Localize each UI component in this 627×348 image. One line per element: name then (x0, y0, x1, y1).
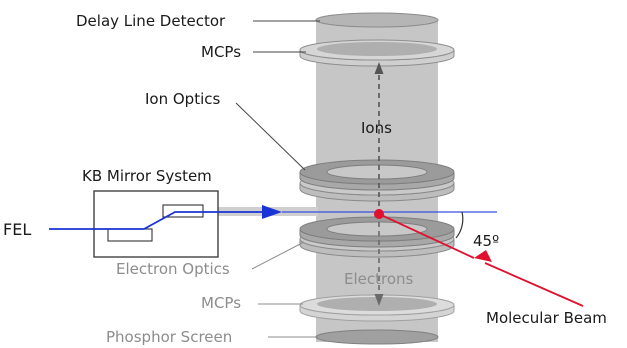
label-fel: FEL (3, 220, 31, 239)
mcps-bottom-disk (299, 294, 455, 322)
label-ions: Ions (361, 119, 392, 137)
delay-line-detector (315, 12, 439, 28)
label-ion-optics: Ion Optics (145, 90, 221, 108)
label-electron-optics: Electron Optics (116, 260, 230, 278)
fel-arrowhead-icon (262, 205, 282, 219)
phosphor-screen (315, 329, 439, 345)
label-delay-line-detector: Delay Line Detector (76, 12, 226, 30)
fel-beam (49, 205, 497, 230)
electron-arrowhead-icon (374, 294, 384, 306)
interaction-point (374, 209, 384, 219)
kb-mirror-lower (107, 228, 153, 242)
ion-arrowhead-icon (374, 62, 384, 74)
ion-trajectory (374, 62, 384, 206)
label-electrons: Electrons (344, 270, 414, 288)
electron-trajectory (374, 222, 384, 306)
label-kb-mirror-system: KB Mirror System (82, 167, 212, 185)
molecular-beam (374, 209, 584, 307)
label-phosphor-screen: Phosphor Screen (106, 328, 232, 346)
mcps-top-disk (299, 39, 455, 67)
label-molecular-beam: Molecular Beam (486, 309, 607, 327)
label-angle: 45º (473, 232, 499, 250)
kb-mirror-system-box (93, 190, 219, 258)
label-mcps-top: MCPs (201, 43, 241, 61)
molecular-arrowhead-icon (474, 250, 492, 262)
label-mcps-bottom: MCPs (201, 294, 241, 312)
ion-optics-rings (299, 159, 455, 202)
angle-arc (455, 211, 464, 239)
leader-lines (235, 20, 320, 338)
electron-optics-rings (299, 216, 455, 258)
